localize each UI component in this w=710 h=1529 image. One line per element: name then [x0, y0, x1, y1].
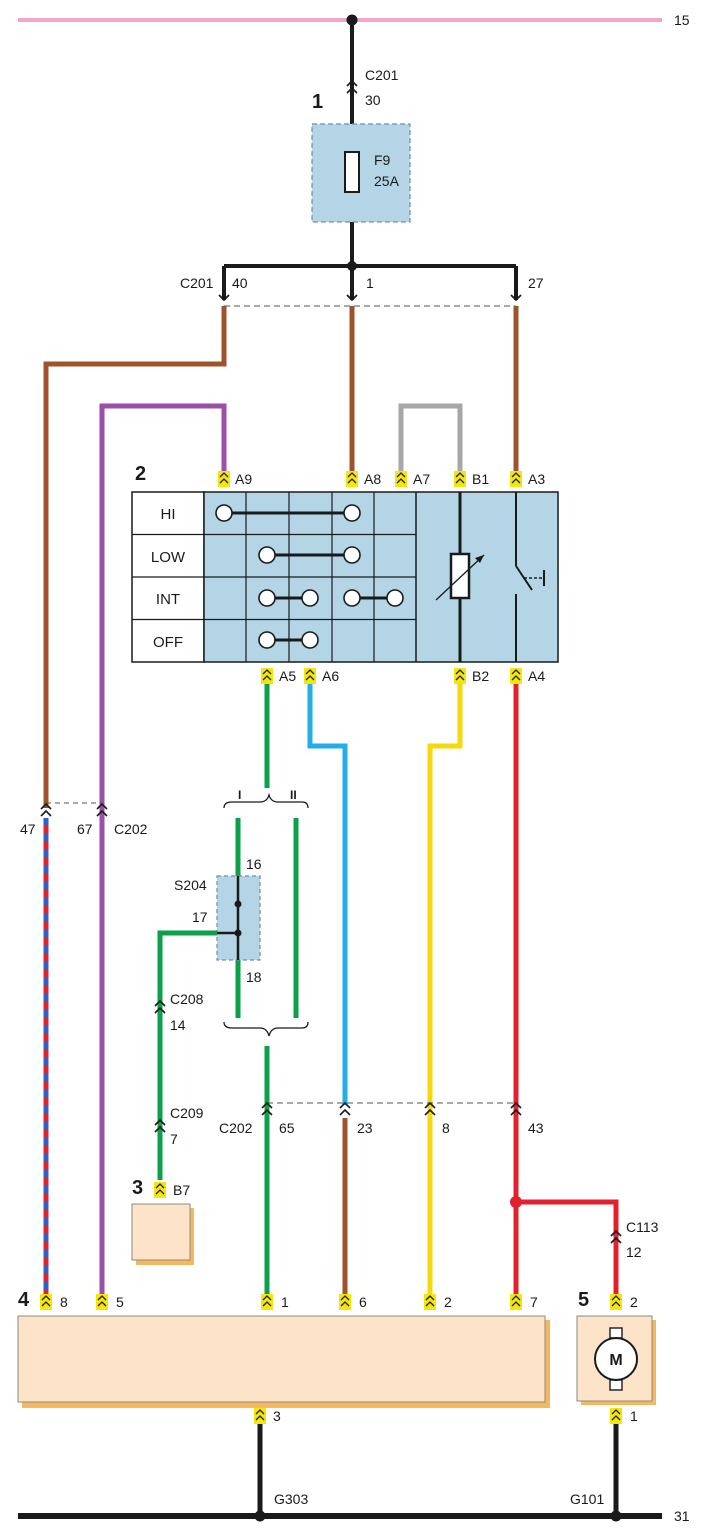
fuse-box: [311, 123, 411, 223]
variant-ii: II: [290, 788, 297, 802]
c202-pin-43: 43: [528, 1120, 544, 1136]
c202-pin-47: 47: [20, 821, 36, 837]
m4-pin-3: 3: [273, 1408, 281, 1424]
pin-a8: A8: [364, 471, 381, 487]
g303-junction: [254, 1510, 266, 1522]
wire-blue-a6: [307, 684, 348, 1105]
motor-symbol: [594, 1337, 638, 1381]
c113-label: C113: [626, 1219, 659, 1235]
m4-pin-1: 1: [281, 1294, 289, 1310]
component-5-label: 5: [578, 1289, 589, 1311]
contact-hi-a8: [343, 504, 361, 522]
contact-int-a5: [258, 589, 276, 607]
interval-potentiometer: [449, 552, 471, 600]
c201-pin-1: 1: [366, 275, 374, 291]
pin-a7: A7: [413, 471, 430, 487]
m4-pin-7: 7: [530, 1294, 538, 1310]
variant-bracket-top: [223, 792, 309, 809]
contact-off-a5: [258, 631, 276, 649]
contact-off-a6: [301, 631, 319, 649]
contact-int-a6: [301, 589, 319, 607]
wire-gray: [398, 403, 463, 474]
c201-label-top: C201: [365, 67, 399, 83]
component-4-box: [17, 1315, 546, 1403]
switch-off: OFF: [153, 634, 183, 651]
motor-letter: M: [609, 1352, 622, 1369]
c201-pin-30: 30: [365, 92, 381, 108]
contact-low-a8: [343, 546, 361, 564]
component-3-box: [131, 1203, 191, 1261]
c208-label: C208: [170, 991, 204, 1007]
fuse-name: F9: [374, 152, 391, 168]
c202-label-left: C202: [114, 821, 148, 837]
c201-label: C201: [180, 275, 214, 291]
fuse-f9: [344, 151, 360, 193]
c209-pin-7: 7: [170, 1131, 178, 1147]
m4-pin-5: 5: [116, 1294, 124, 1310]
c201-pin-27: 27: [528, 275, 544, 291]
switch-low: LOW: [151, 549, 186, 566]
contact-int-a8: [343, 589, 361, 607]
wire-violet: [99, 403, 227, 1295]
pin-b7: B7: [173, 1182, 190, 1198]
c202-label-lower: C202: [219, 1120, 253, 1136]
g101-label: G101: [570, 1491, 604, 1507]
fuse-rating: 25A: [374, 173, 400, 189]
pin-b1: B1: [472, 471, 489, 487]
c201-pin-40: 40: [232, 275, 248, 291]
pin-a4: A4: [528, 668, 545, 684]
c202-pin-65: 65: [279, 1120, 295, 1136]
s204-pin-16: 16: [246, 856, 262, 872]
wire-yellow-b2: [427, 684, 463, 1295]
s204-pin-18: 18: [246, 969, 262, 985]
pin-a6: A6: [322, 668, 339, 684]
bus-31-label: 31: [674, 1508, 690, 1524]
c208-pin-14: 14: [170, 1017, 186, 1033]
c202-pin-8: 8: [442, 1120, 450, 1136]
pin-a3: A3: [528, 471, 545, 487]
switch-hi: HI: [161, 506, 176, 523]
variant-bracket-bottom: [223, 1021, 309, 1037]
pin-a9: A9: [235, 471, 252, 487]
m4-pin-6: 6: [359, 1294, 367, 1310]
wire-red-motor: [516, 1199, 619, 1295]
switch-int: INT: [156, 591, 180, 608]
m5-pin-1: 1: [630, 1408, 638, 1424]
s204-pin-17: 17: [192, 909, 208, 925]
c113-pin-12: 12: [626, 1244, 642, 1260]
pin-b2: B2: [472, 668, 489, 684]
c202-pin-67: 67: [77, 821, 93, 837]
m5-pin-2: 2: [630, 1294, 638, 1310]
variant-i: I: [238, 788, 241, 802]
component-1-label: 1: [312, 91, 323, 113]
g303-label: G303: [274, 1491, 308, 1507]
c209-label: C209: [170, 1105, 204, 1121]
contact-hi-a9: [215, 504, 233, 522]
contact-low-a5: [258, 546, 276, 564]
s204-label: S204: [174, 877, 207, 893]
wire-green-branch: [157, 930, 217, 1180]
g101-junction: [610, 1510, 622, 1522]
m4-pin-8: 8: [60, 1294, 68, 1310]
bus-15-label: 15: [674, 12, 690, 28]
component-2-label: 2: [135, 463, 146, 485]
component-3-label: 3: [132, 1177, 143, 1199]
wire-brown-40: [43, 306, 227, 808]
component-4-label: 4: [18, 1289, 30, 1311]
pin-a5: A5: [279, 668, 296, 684]
m4-pin-2: 2: [444, 1294, 452, 1310]
c202-pin-23: 23: [357, 1120, 373, 1136]
contact-int-a7: [386, 589, 404, 607]
